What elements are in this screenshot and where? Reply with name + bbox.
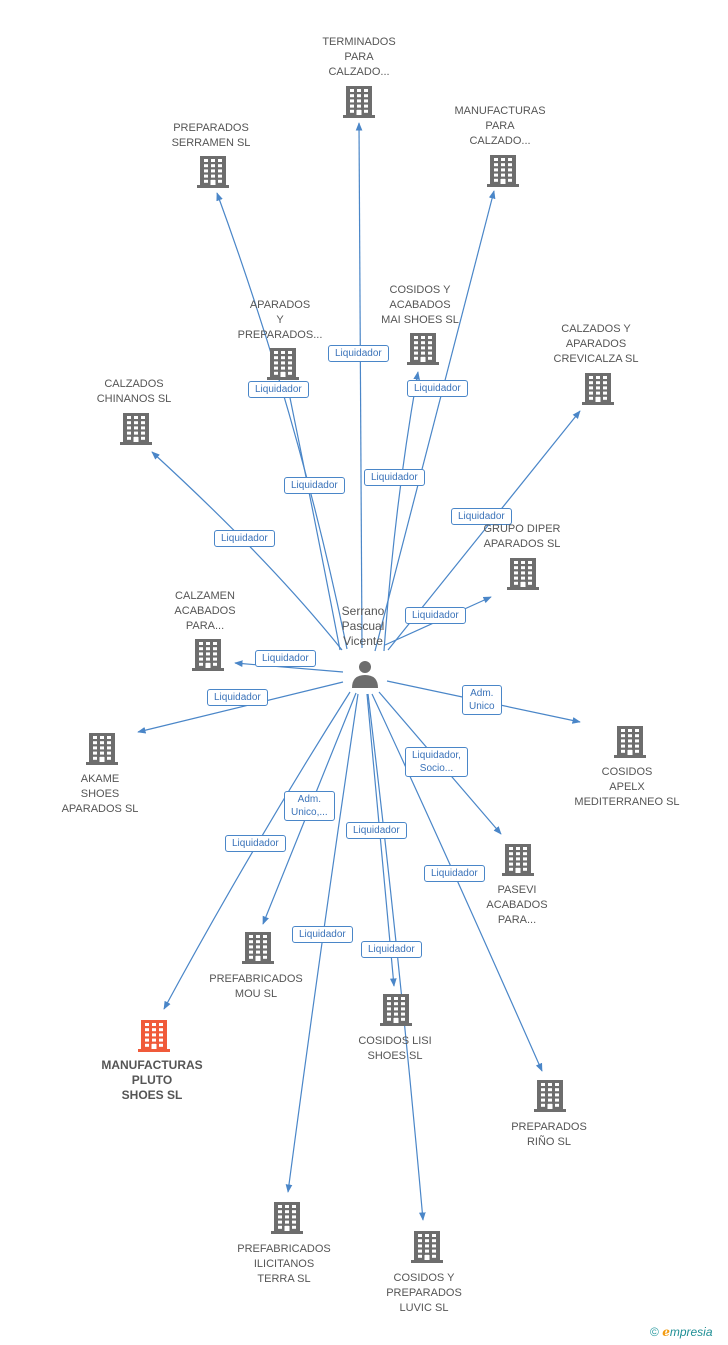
edge-label-preparados-serramen[interactable]: Liquidador (284, 477, 345, 494)
company-name-cosidos-luvic[interactable]: COSIDOS Y PREPARADOS LUVIC SL (386, 1272, 462, 1314)
person-name[interactable]: Serrano Pascual Vicente (341, 604, 385, 648)
edge-aparados-preparados (285, 382, 341, 651)
edge-cosidos-luvic (367, 693, 426, 1221)
building-icon-grupo-diper[interactable] (507, 558, 539, 590)
edge-label-manufacturas-calzado[interactable]: Liquidador (364, 469, 425, 486)
edge-manufacturas-calzado (374, 190, 496, 652)
edge-label-akame[interactable]: Liquidador (207, 689, 268, 706)
edge-label-calzamen[interactable]: Liquidador (255, 650, 316, 667)
company-name-manufacturas-pluto[interactable]: MANUFACTURAS PLUTO SHOES SL (101, 1058, 203, 1102)
building-icon-preparados-rino[interactable] (534, 1080, 566, 1112)
edge-label-manufacturas-pluto[interactable]: Liquidador (225, 835, 286, 852)
building-icon-prefabricados-mou[interactable] (242, 932, 274, 964)
company-name-grupo-diper[interactable]: GRUPO DIPER APARADOS SL (483, 523, 561, 550)
company-name-akame[interactable]: AKAME SHOES APARADOS SL (61, 773, 139, 815)
edge-preparados-serramen (216, 192, 348, 650)
brand-logo: © empresia (650, 1325, 713, 1339)
edge-label-prefabricados-ilicitanos[interactable]: Liquidador (292, 926, 353, 943)
company-name-pasevi[interactable]: PASEVI ACABADOS PARA... (486, 884, 548, 926)
edge-label-prefabricados-mou[interactable]: Adm. Unico,... (284, 791, 335, 821)
building-icon-preparados-serramen[interactable] (197, 156, 229, 188)
edge-label-pasevi[interactable]: Liquidador, Socio... (405, 747, 468, 777)
building-icon-cosidos-apelx[interactable] (614, 726, 646, 758)
edge-cosidos-mai (383, 371, 420, 652)
company-name-preparados-rino[interactable]: PREPARADOS RIÑO SL (511, 1121, 587, 1148)
edge-label-cosidos-lisi[interactable]: Liquidador (346, 822, 407, 839)
edge-label-cosidos-luvic[interactable]: Liquidador (361, 941, 422, 958)
building-icon-terminados[interactable] (343, 86, 375, 118)
edge-cosidos-lisi (366, 693, 397, 987)
brand-logo-text: mpresia (669, 1325, 713, 1339)
edge-calzamen (234, 660, 344, 673)
building-icon-calzados-aparados[interactable] (582, 373, 614, 405)
edge-label-calzados-chinanos[interactable]: Liquidador (214, 530, 275, 547)
company-name-terminados[interactable]: TERMINADOS PARA CALZADO... (322, 36, 396, 78)
edge-terminados (355, 122, 363, 649)
company-name-calzamen[interactable]: CALZAMEN ACABADOS PARA... (174, 590, 236, 632)
edge-label-aparados-preparados[interactable]: Liquidador (248, 381, 309, 398)
building-icon-akame[interactable] (86, 733, 118, 765)
brand-logo-letter: e (662, 1325, 670, 1339)
building-icon-calzamen[interactable] (192, 639, 224, 671)
building-icon-manufacturas-pluto[interactable] (138, 1020, 170, 1052)
company-name-cosidos-mai[interactable]: COSIDOS Y ACABADOS MAI SHOES SL (381, 284, 459, 326)
company-name-aparados-preparados[interactable]: APARADOS Y PREPARADOS... (237, 299, 323, 341)
person-icon[interactable] (352, 661, 378, 688)
edge-label-preparados-rino[interactable]: Liquidador (424, 865, 485, 882)
edge-preparados-rino (371, 693, 543, 1072)
building-icon-prefabricados-ilicitanos[interactable] (271, 1202, 303, 1234)
building-icon-cosidos-lisi[interactable] (380, 994, 412, 1026)
edge-label-terminados[interactable]: Liquidador (328, 345, 389, 362)
company-name-calzados-aparados[interactable]: CALZADOS Y APARADOS CREVICALZA SL (553, 323, 639, 365)
building-icon-aparados-preparados[interactable] (267, 348, 299, 380)
company-name-prefabricados-mou[interactable]: PREFABRICADOS MOU SL (209, 973, 303, 1000)
edge-akame (137, 681, 344, 734)
edge-prefabricados-ilicitanos (285, 693, 359, 1193)
building-icon-manufacturas-calzado[interactable] (487, 155, 519, 187)
company-name-cosidos-apelx[interactable]: COSIDOS APELX MEDITERRANEO SL (574, 766, 680, 808)
building-icon-cosidos-mai[interactable] (407, 333, 439, 365)
company-name-cosidos-lisi[interactable]: COSIDOS LISI SHOES SL (358, 1035, 432, 1062)
company-name-manufacturas-calzado[interactable]: MANUFACTURAS PARA CALZADO... (454, 105, 546, 147)
edge-label-grupo-diper[interactable]: Liquidador (405, 607, 466, 624)
edge-label-cosidos-mai[interactable]: Liquidador (407, 380, 468, 397)
building-icon-cosidos-luvic[interactable] (411, 1231, 443, 1263)
company-name-prefabricados-ilicitanos[interactable]: PREFABRICADOS ILICITANOS TERRA SL (237, 1243, 331, 1285)
edge-calzados-chinanos (151, 451, 343, 651)
copyright-symbol: © (650, 1325, 659, 1339)
edge-label-cosidos-apelx[interactable]: Adm. Unico (462, 685, 502, 715)
edge-label-calzados-aparados[interactable]: Liquidador (451, 508, 512, 525)
building-icon-pasevi[interactable] (502, 844, 534, 876)
building-icon-calzados-chinanos[interactable] (120, 413, 152, 445)
company-name-preparados-serramen[interactable]: PREPARADOS SERRAMEN SL (171, 122, 251, 149)
company-name-calzados-chinanos[interactable]: CALZADOS CHINANOS SL (96, 378, 172, 405)
